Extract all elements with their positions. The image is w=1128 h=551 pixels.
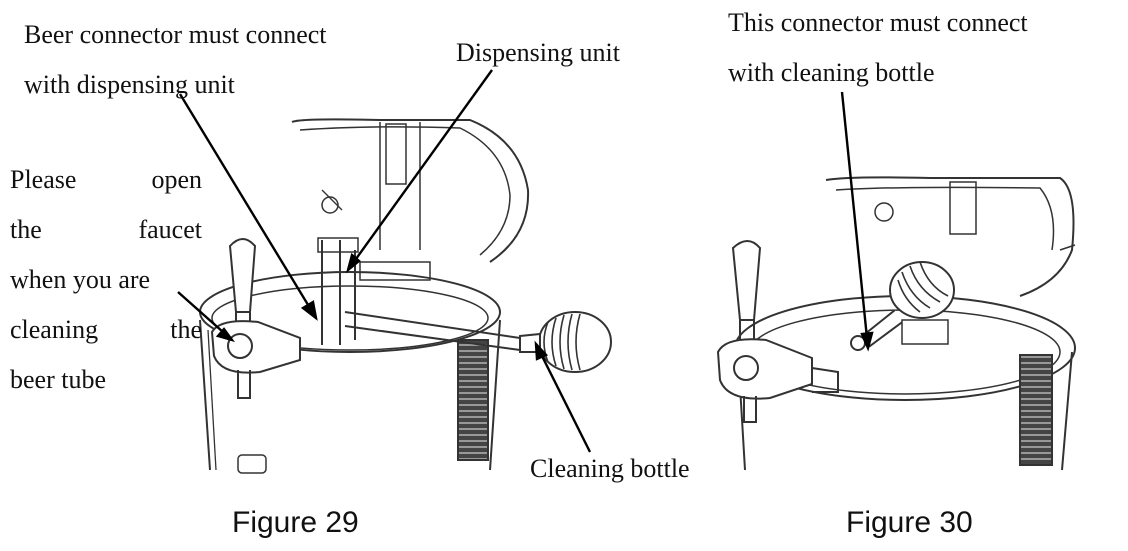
figure30-drawing [716,176,1076,471]
dispensing-unit-arrow [345,69,493,274]
cleaning-bottle-arrow [534,340,592,453]
beer-connector-label-line2: with dispensing unit [24,70,235,99]
faucet-word: faucet [138,215,202,244]
faucet-line-4: cleaning the [10,313,202,347]
faucet-word: open [151,165,202,194]
cleaning-bottle-label: Cleaning bottle [530,454,690,483]
dispensing-unit-label: Dispensing unit [456,38,620,67]
connector-arrow [840,91,874,352]
faucet-word: beer tube [10,365,107,394]
faucet-line-3: when you are [10,263,202,297]
faucet-arrow [177,291,236,343]
beer-connector-label-line1: Beer connector must connect [24,20,327,49]
connector-label-line2: with cleaning bottle [728,58,935,87]
beer-connector-arrow [178,93,318,321]
faucet-line-2: the faucet [10,213,202,247]
faucet-word: Please [10,165,77,194]
leader-lines [177,69,874,453]
faucet-word: when you are [10,265,151,294]
faucet-word: the [170,315,202,344]
faucet-line-1: Please open [10,163,202,197]
connector-label-line1: This connector must connect [728,8,1028,37]
figure-29-caption: Figure 29 [232,506,359,539]
faucet-line-5: beer tube [10,363,202,397]
faucet-word: the [10,215,42,244]
faucet-word: cleaning [10,315,99,344]
figure-30-caption: Figure 30 [846,506,973,539]
figure29-drawing [199,118,612,474]
